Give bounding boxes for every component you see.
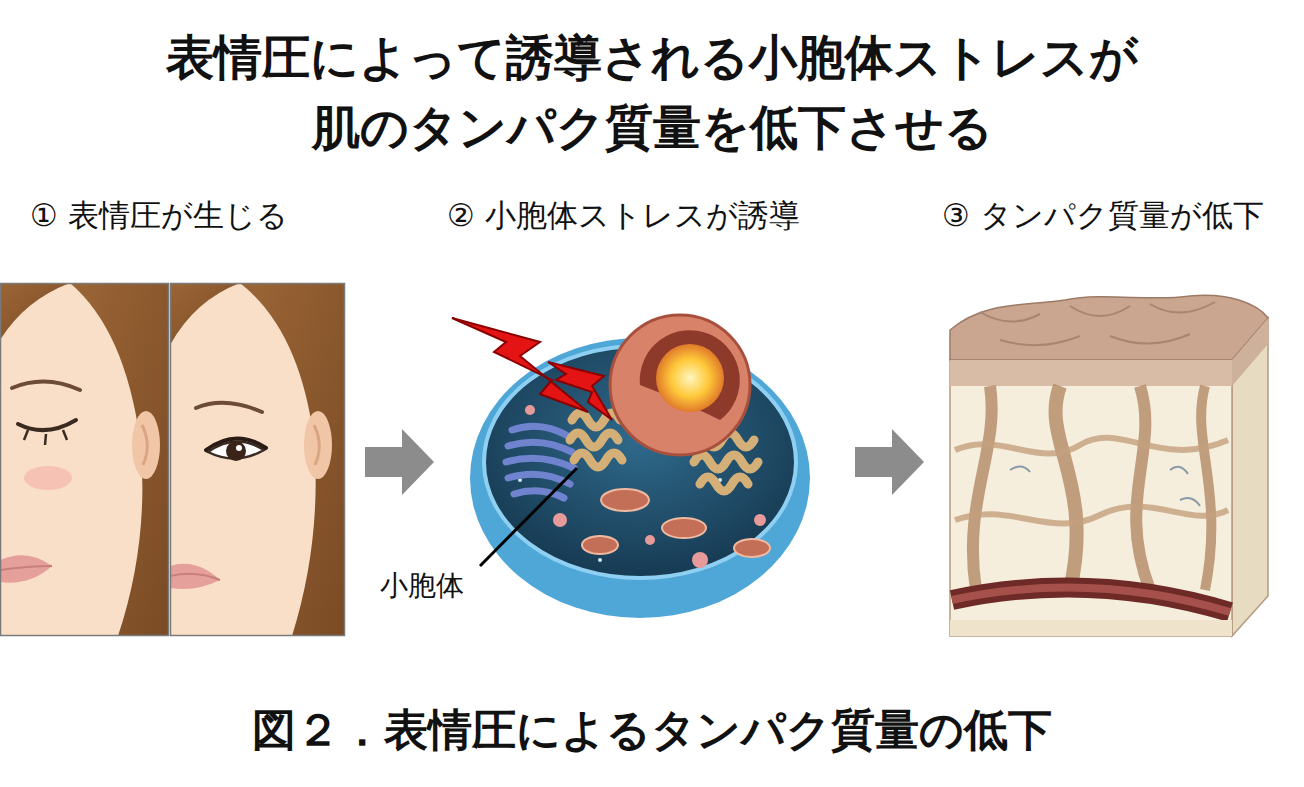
leader-line xyxy=(480,468,577,566)
frown-face xyxy=(304,411,332,479)
cell-illustration xyxy=(645,535,655,545)
skin-illustration xyxy=(1232,318,1268,386)
wink-face xyxy=(0,283,169,636)
wink-face xyxy=(70,283,169,636)
wink-face xyxy=(132,411,160,479)
frown-face xyxy=(196,403,262,412)
frown-face xyxy=(170,564,220,589)
cell-illustration xyxy=(610,315,750,455)
flow-arrow xyxy=(855,429,924,495)
wink-face xyxy=(24,466,72,490)
title-block: 表情圧によって誘導される小胞体ストレスが 肌のタンパク質量を低下させる xyxy=(0,22,1304,162)
panel-heading: ① 表情圧が生じる xyxy=(30,192,288,238)
part-label: 小胞体 xyxy=(380,568,464,604)
skin-illustration xyxy=(950,360,1232,386)
cell-illustration xyxy=(656,344,724,412)
panel-heading: ③ タンパク質量が低下 xyxy=(942,192,1264,238)
cell-illustration xyxy=(598,558,602,562)
skin-illustration xyxy=(1201,386,1211,590)
frown-face xyxy=(236,445,242,451)
skin-illustration xyxy=(1056,386,1077,590)
frown-face xyxy=(170,283,240,345)
skin-illustration xyxy=(950,620,1232,636)
cell-illustration xyxy=(692,552,708,568)
wink-face xyxy=(0,566,52,570)
panel-heading-row: ② 小胞体ストレスが誘導 xyxy=(447,192,840,238)
panel-frame xyxy=(1,284,169,636)
cell-illustration xyxy=(506,426,574,498)
cell-illustration xyxy=(662,518,706,538)
frown-face xyxy=(240,283,345,636)
flow-arrow xyxy=(365,429,434,495)
panel-heading: ② 小胞体ストレスが誘導 xyxy=(447,192,800,238)
panel-frame xyxy=(171,284,345,636)
panel-node: ① 表情圧が生じる xyxy=(0,192,350,640)
cell-illustration xyxy=(570,413,622,467)
stress-lightning xyxy=(452,318,612,420)
wink-face xyxy=(24,430,67,445)
skin-illustration xyxy=(950,295,1268,360)
skin-illustration xyxy=(952,588,1230,613)
stress-lightning xyxy=(452,318,588,412)
wink-face xyxy=(142,425,147,465)
skin-illustration xyxy=(950,360,1232,636)
wink-face xyxy=(0,283,70,340)
frown-face xyxy=(206,438,266,450)
skin-illustration xyxy=(955,506,1228,523)
panel-heading-row: ① 表情圧が生じる xyxy=(30,192,350,238)
wink-face xyxy=(18,420,76,430)
wink-face xyxy=(0,555,52,582)
caption-text: 図２．表情圧によるタンパク質量の低下 xyxy=(252,704,1052,755)
skin-illustration xyxy=(1136,386,1150,590)
frown-face xyxy=(226,441,246,461)
cell-illustration xyxy=(734,539,770,557)
cell-illustration xyxy=(553,513,567,527)
skin-illustration xyxy=(955,438,1228,454)
frown-face xyxy=(170,283,345,636)
skin-illustration xyxy=(980,302,1215,345)
wink-face xyxy=(0,283,169,636)
skin-illustration xyxy=(1232,318,1268,636)
stress-lightning xyxy=(548,362,612,420)
panel-node: ③ タンパク質量が低下 xyxy=(930,192,1302,640)
frown-face xyxy=(170,574,220,580)
cell-illustration xyxy=(754,514,766,526)
skin-illustration xyxy=(1010,466,1200,506)
skin-illustration xyxy=(952,588,1230,613)
skin-illustration xyxy=(950,295,1268,636)
cell-illustration xyxy=(525,405,535,415)
title-text: 表情圧によって誘導される小胞体ストレスが 肌のタンパク質量を低下させる xyxy=(157,22,1147,162)
cell-illustration xyxy=(640,330,740,420)
panel-node: ② 小胞体ストレスが誘導 xyxy=(440,192,840,640)
cell-illustration xyxy=(601,489,649,511)
frown-face xyxy=(314,425,319,465)
cell-illustration xyxy=(582,536,618,554)
frown-face xyxy=(170,283,345,636)
panel-heading-row: ③ タンパク質量が低下 xyxy=(942,192,1302,238)
wink-face xyxy=(12,381,80,390)
caption-block: 図２．表情圧によるタンパク質量の低下 xyxy=(0,700,1304,760)
skin-illustration xyxy=(973,386,992,590)
